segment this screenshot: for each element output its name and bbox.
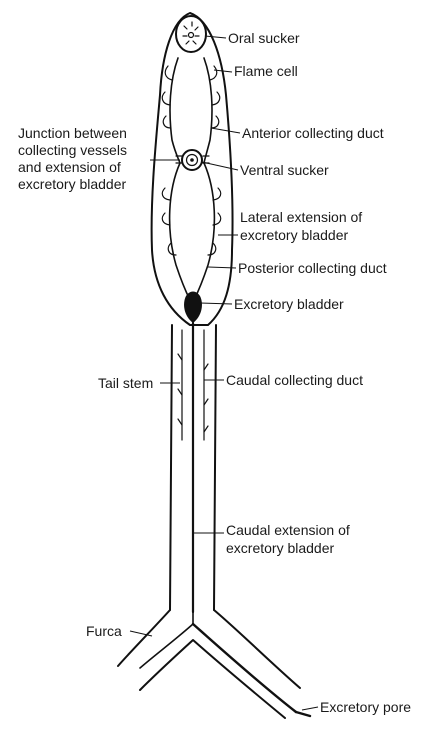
label-flame-cell: Flame cell: [234, 63, 298, 79]
ventral-sucker: [182, 150, 202, 170]
left-collecting-ducts: [162, 58, 190, 300]
label-lateral-extension-line1: Lateral extension of: [240, 209, 362, 225]
label-furca: Furca: [86, 623, 122, 639]
right-collecting-ducts: [194, 58, 221, 300]
label-excretory-bladder: Excretory bladder: [234, 296, 344, 312]
label-excretory-pore: Excretory pore: [320, 699, 411, 715]
label-ventral-sucker: Ventral sucker: [240, 162, 329, 178]
tail-stem: [170, 323, 216, 612]
excretory-bladder: [184, 292, 202, 324]
label-junction-line1: Junction between: [18, 125, 127, 141]
label-junction-line4: excretory bladder: [18, 176, 127, 192]
label-caudal-extension-line2: excretory bladder: [226, 540, 335, 556]
label-junction-line2: collecting vessels: [18, 142, 127, 158]
label-tail-stem: Tail stem: [98, 375, 153, 391]
oral-sucker: [176, 16, 206, 52]
label-anterior-collecting-duct: Anterior collecting duct: [242, 125, 384, 141]
furca: [118, 610, 310, 718]
label-caudal-extension-line1: Caudal extension of: [226, 522, 350, 538]
cercaria-body: [152, 13, 233, 325]
label-oral-sucker: Oral sucker: [228, 30, 300, 46]
label-caudal-collecting-duct: Caudal collecting duct: [226, 372, 363, 388]
labels: Oral sucker Flame cell Anterior collecti…: [18, 30, 411, 715]
label-lateral-extension-line2: excretory bladder: [240, 227, 349, 243]
label-junction-line3: and extension of: [18, 159, 121, 175]
label-posterior-collecting-duct: Posterior collecting duct: [238, 260, 387, 276]
